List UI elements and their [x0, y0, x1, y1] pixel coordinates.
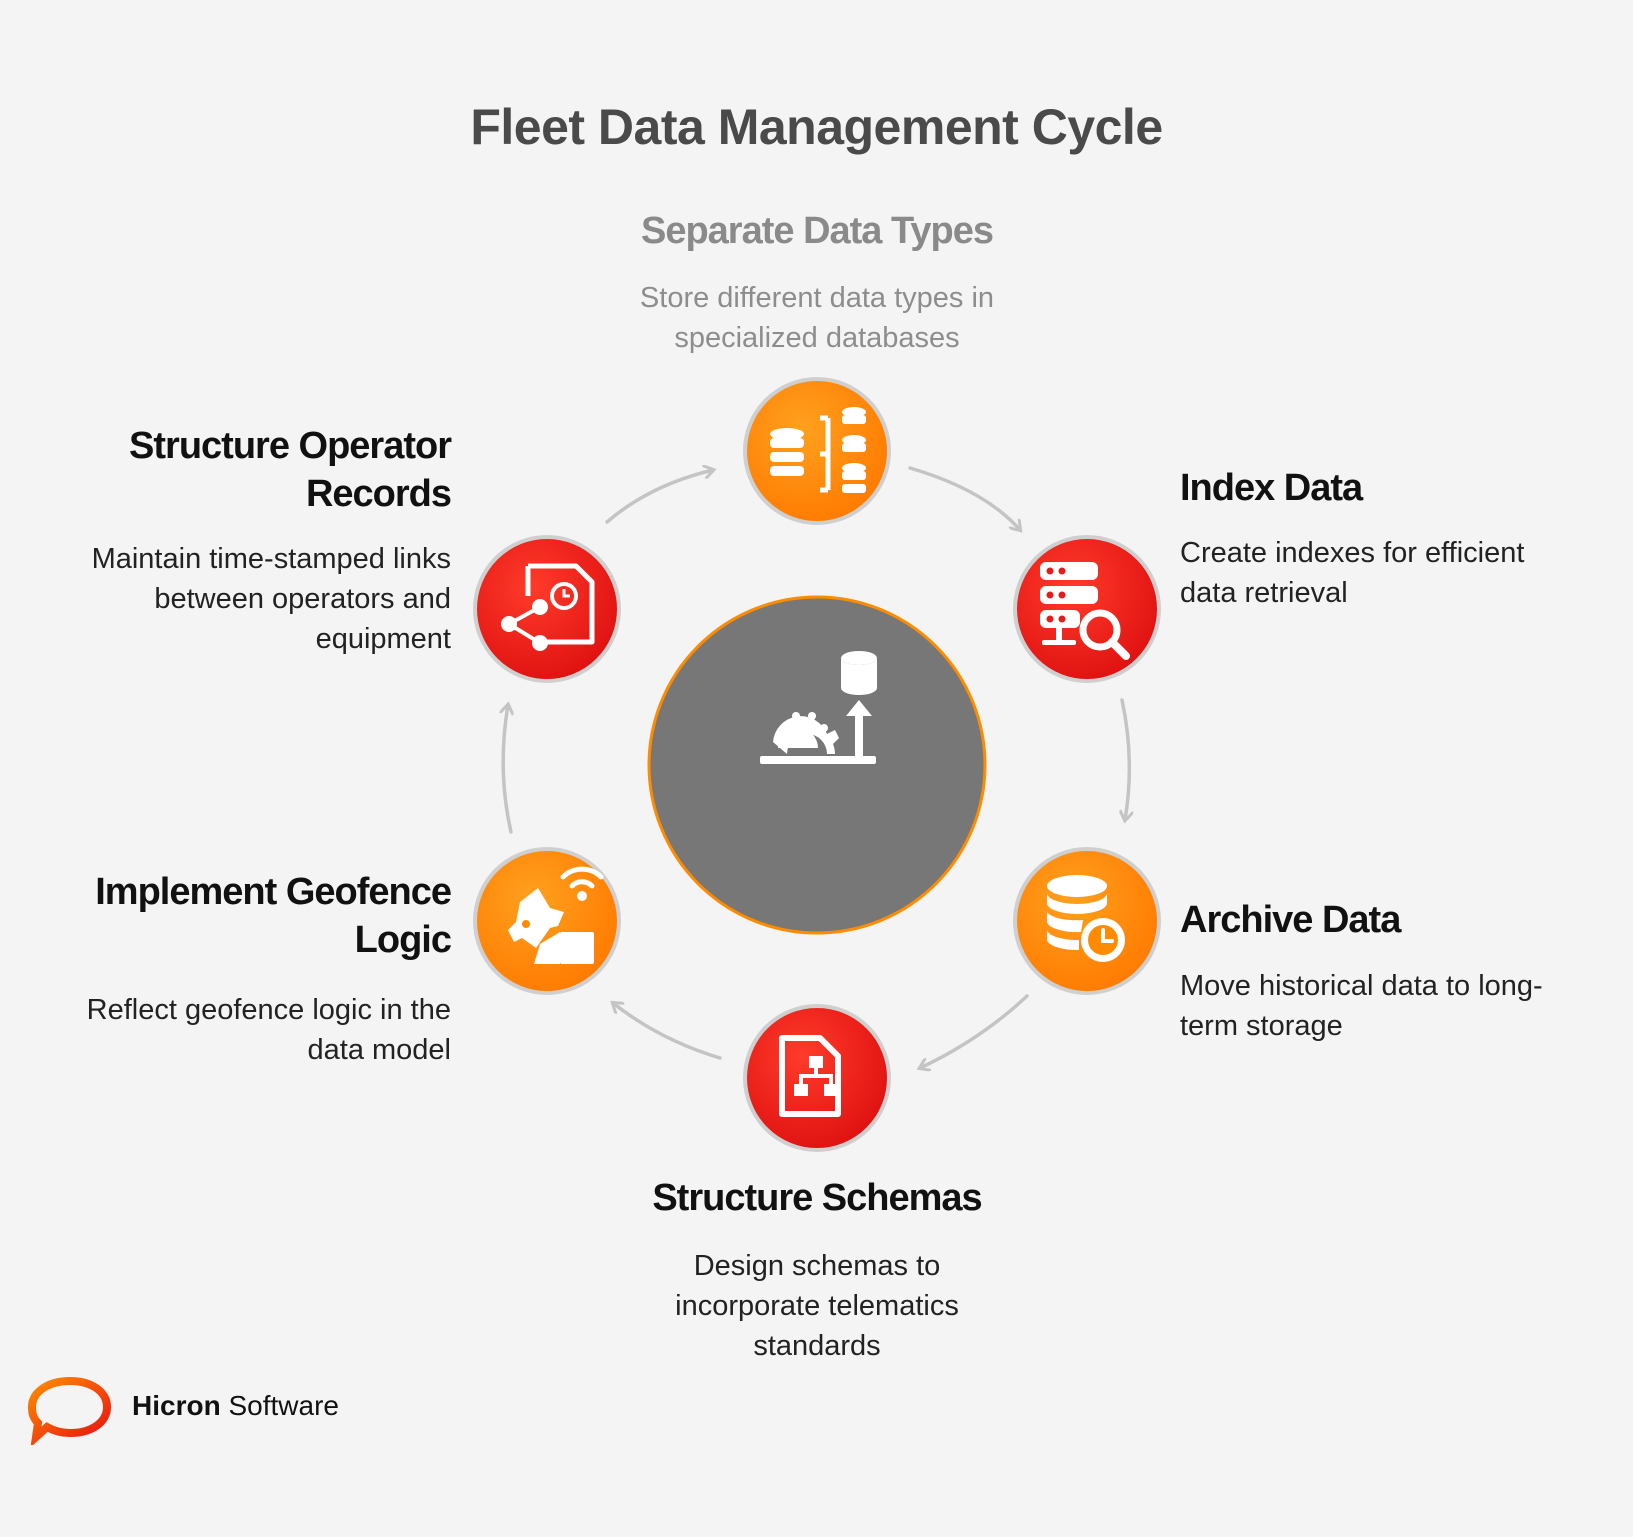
schema-document-icon — [779, 1035, 841, 1117]
step-title-line: Implement Geofence — [95, 871, 452, 913]
arrow-archive-to-schemas — [920, 994, 1029, 1068]
step-desc-separate: Store different data types in specialize… — [517, 278, 1117, 358]
hicron-logo-icon — [28, 1376, 112, 1445]
step-node-geofence[interactable] — [473, 847, 621, 995]
arrow-operator-to-separate — [605, 470, 713, 524]
step-node-schemas[interactable] — [743, 1004, 891, 1152]
step-desc-index: Create indexes for efficient data retrie… — [1180, 533, 1524, 613]
step-desc-line: equipment — [315, 623, 451, 655]
step-desc-schemas: Design schemas to incorporate telematics… — [517, 1246, 1117, 1366]
step-node-operator[interactable] — [473, 535, 621, 683]
step-title-line: Structure Operator — [129, 425, 452, 467]
step-desc-archive: Move historical data to long- term stora… — [1180, 966, 1543, 1046]
geofence-vehicle-icon — [508, 866, 604, 964]
step-desc-line: Design schemas to — [693, 1250, 941, 1282]
step-node-archive[interactable] — [1013, 847, 1161, 995]
database-clock-icon — [1047, 875, 1125, 962]
step-desc-line: Reflect geofence logic in the — [86, 994, 451, 1026]
step-desc-line: incorporate telematics — [675, 1290, 959, 1322]
brand-name: Hicron Software — [132, 1390, 339, 1422]
step-title-separate: Separate Data Types — [640, 210, 994, 252]
step-desc-line: data retrieval — [1180, 577, 1348, 609]
step-title-operator: Structure Operator Records — [40, 422, 452, 518]
brand-name-bold: Hicron — [132, 1390, 221, 1421]
step-desc-line: between operators and — [154, 583, 451, 615]
step-title-geofence: Implement Geofence Logic — [40, 868, 452, 964]
step-desc-operator: Maintain time-stamped links between oper… — [20, 539, 451, 659]
step-desc-line: term storage — [1180, 1010, 1343, 1042]
step-title-schemas: Structure Schemas — [652, 1177, 982, 1219]
shared-record-icon — [501, 563, 595, 651]
step-desc-geofence: Reflect geofence logic in the data model — [20, 990, 451, 1070]
step-title-index: Index Data — [1180, 467, 1363, 509]
step-title-line: Logic — [354, 919, 452, 961]
step-desc-line: data model — [307, 1034, 452, 1066]
step-desc-line: Move historical data to long- — [1180, 970, 1543, 1002]
arrow-geofence-to-operator — [503, 705, 511, 834]
cycle-arrows — [503, 468, 1129, 1068]
step-desc-line: specialized databases — [674, 322, 960, 354]
data-processing-icon — [760, 651, 877, 764]
step-desc-line: Store different data types in — [639, 282, 995, 314]
step-node-separate[interactable] — [743, 377, 891, 525]
step-title-line: Records — [305, 473, 452, 515]
arrow-separate-to-index — [908, 466, 1020, 530]
server-search-icon — [1040, 562, 1130, 660]
step-desc-line: Maintain time-stamped links — [91, 543, 451, 575]
brand-name-suffix: Software — [220, 1390, 339, 1421]
step-desc-line: Create indexes for efficient — [1180, 537, 1525, 569]
arrow-schemas-to-geofence — [613, 1003, 722, 1060]
database-split-icon — [770, 407, 866, 493]
step-desc-line: standards — [753, 1330, 881, 1362]
center-hub — [647, 595, 987, 935]
page-title: Fleet Data Management Cycle — [470, 99, 1163, 155]
step-node-index[interactable] — [1013, 535, 1161, 683]
step-title-archive: Archive Data — [1180, 899, 1401, 941]
arrow-index-to-archive — [1122, 698, 1129, 820]
